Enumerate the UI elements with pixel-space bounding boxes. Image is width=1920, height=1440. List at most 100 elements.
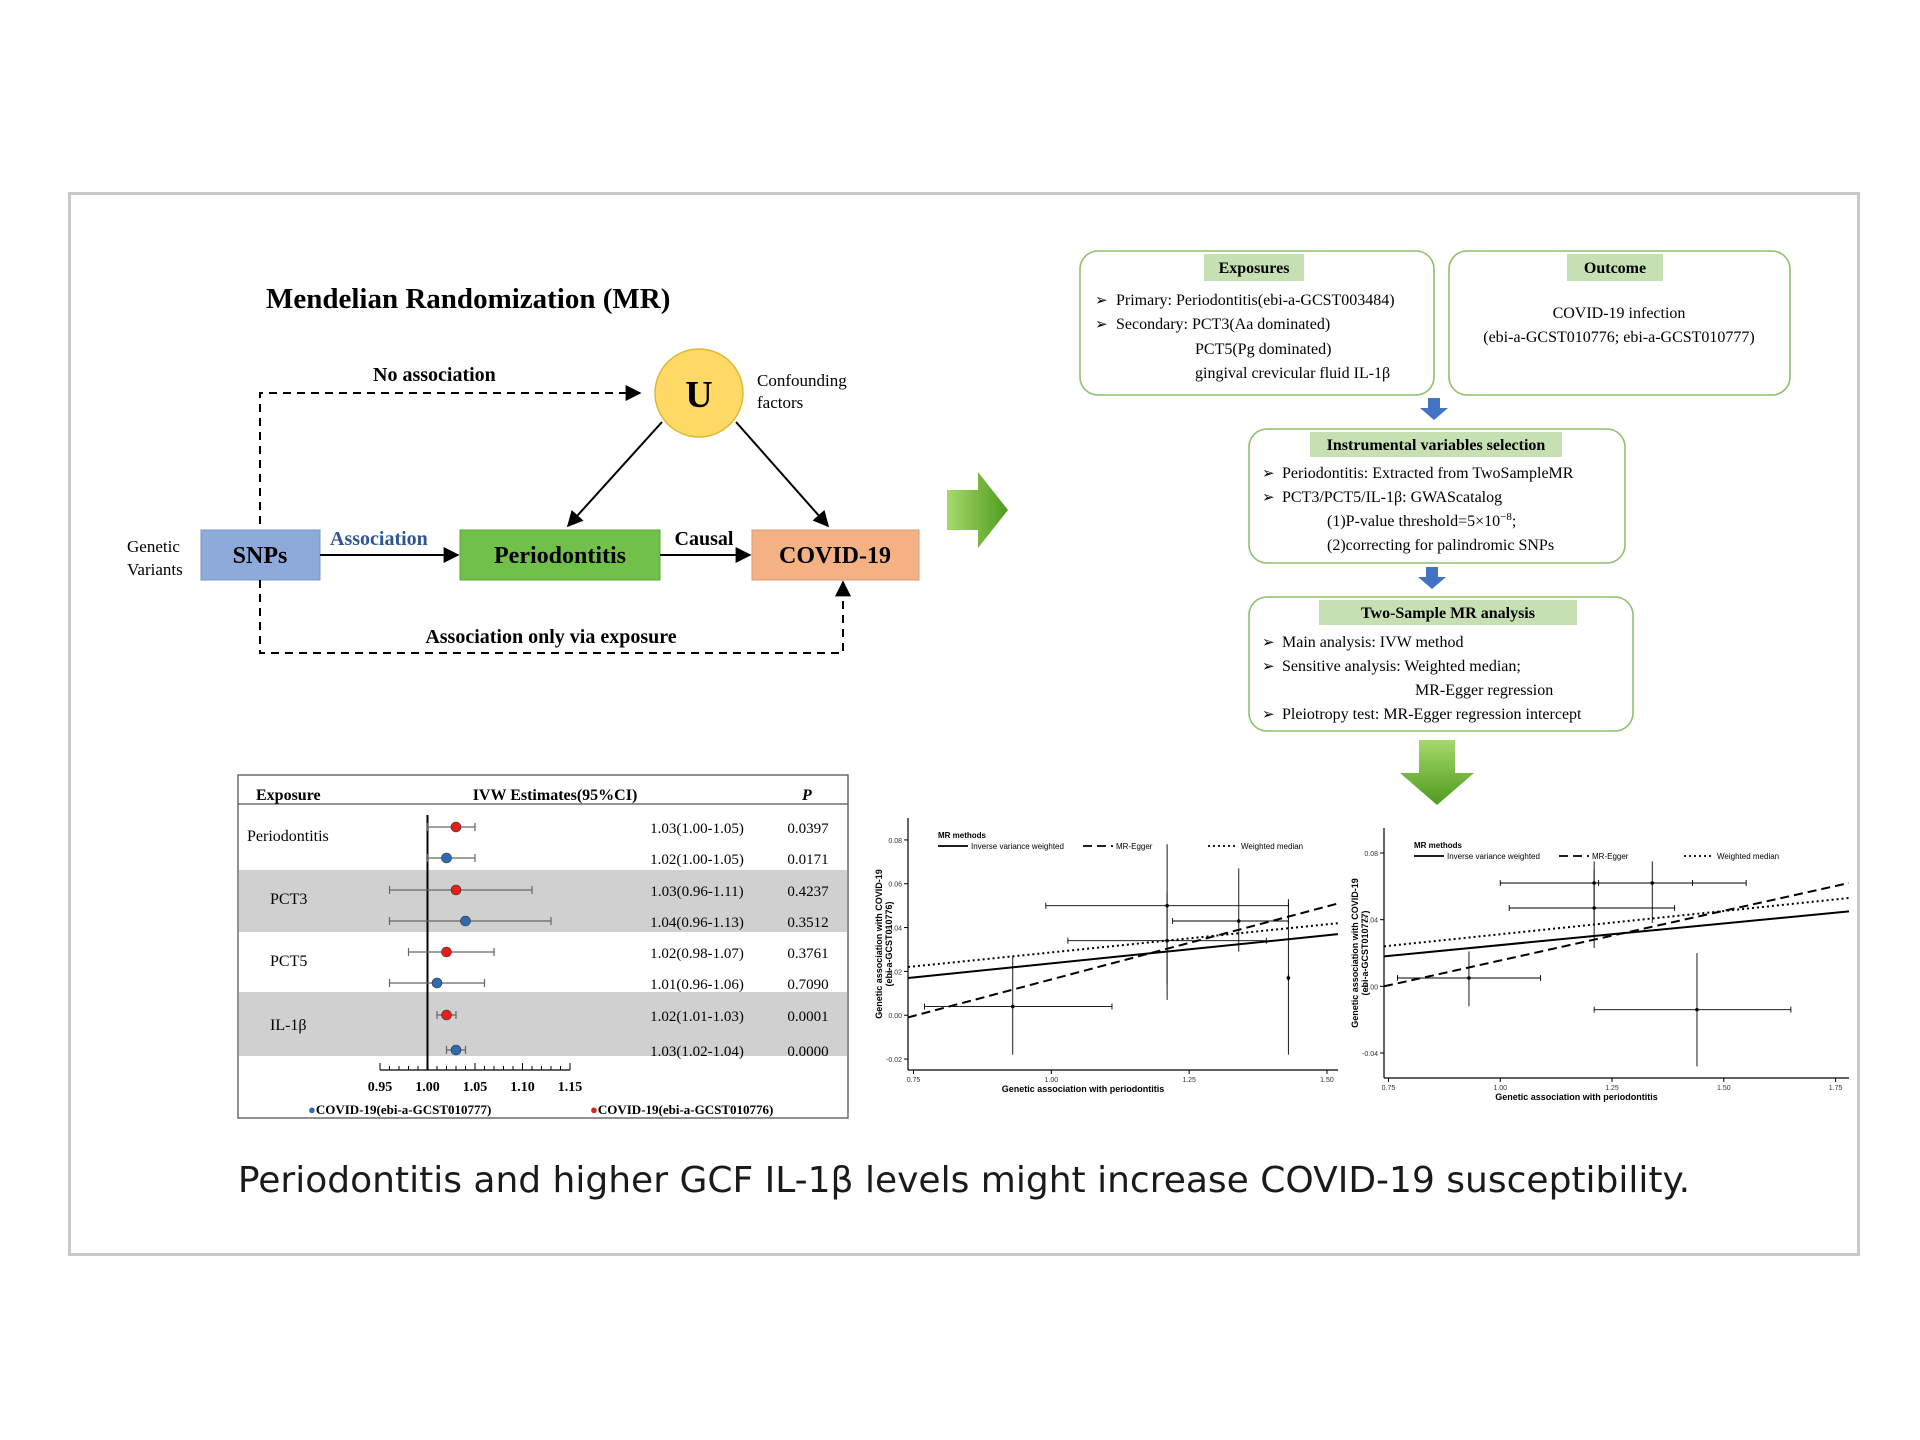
row-estimate-7: 1.02(1.01-1.03) — [650, 1009, 744, 1025]
via-exposure-arrow — [259, 580, 851, 654]
egger-line — [908, 902, 1338, 1019]
legend-red-label: COVID-19(ebi-a-GCST010776) — [598, 1102, 774, 1117]
iv-box — [1248, 428, 1626, 564]
exposures-line-3: PCT5(Pg dominated) — [1195, 341, 1331, 358]
iv-line-4: (2)correcting for palindromic SNPs — [1327, 537, 1554, 554]
row-estimate-3: 1.03(0.96-1.11) — [650, 884, 743, 900]
x-axis-label: Genetic association with periodontitis — [1002, 1084, 1165, 1094]
confounder-circle — [654, 348, 744, 438]
red-point — [450, 884, 462, 896]
exposures-title: Exposures — [1219, 260, 1290, 277]
caption: Periodontitis and higher GCF IL-1β level… — [237, 1160, 1691, 1201]
flow-arrow-2 — [1418, 567, 1446, 589]
group-il1b: IL-1β — [270, 1017, 307, 1034]
exposures-line-2: Secondary: PCT3(Aa dominated) — [1116, 316, 1330, 333]
x-tick-label: 1.00 — [1493, 1085, 1507, 1092]
y-tick-label: 0.02 — [888, 969, 902, 976]
blue-point — [450, 1044, 462, 1056]
y-axis-label-line-1: Genetic association with COVID-19 — [874, 869, 884, 1019]
snp-point — [1650, 881, 1655, 885]
forest-table: Exposure IVW Estimates(95%CI) P Periodon… — [237, 774, 849, 1119]
mr-bullet-3: ➢ — [1262, 707, 1275, 723]
iv-line-2: PCT3/PCT5/IL-1β: GWAScatalog — [1282, 489, 1502, 506]
group-pct3: PCT3 — [270, 891, 307, 908]
snps-box — [200, 529, 321, 581]
snp-point — [1165, 938, 1169, 943]
mr-line-4: Pleiotropy test: MR-Egger regression int… — [1282, 706, 1582, 723]
mr-bullet-2: ➢ — [1262, 659, 1275, 675]
y-tick-label: 0.04 — [888, 926, 902, 933]
legend-entry: Inverse variance weighted — [1447, 852, 1540, 861]
row-p-6: 0.7090 — [787, 977, 828, 993]
forest-rows-text: 1.03(1.00-1.05)0.03971.02(1.00-1.05)0.01… — [650, 821, 829, 1060]
iv-threshold-tail: ; — [1512, 513, 1516, 530]
big-down-arrow — [1400, 740, 1474, 805]
legend-red-text: ●COVID-19(ebi-a-GCST010776) — [590, 1102, 773, 1117]
no-association-label: No association — [373, 364, 496, 386]
confounding-text-1: Confounding — [757, 371, 847, 390]
red-point — [450, 821, 462, 833]
blue-point — [431, 977, 443, 989]
legend-blue-text: ●COVID-19(ebi-a-GCST010777) — [308, 1102, 491, 1117]
snp-point — [1592, 906, 1596, 910]
x-tick-label: 1.00 — [1045, 1077, 1059, 1084]
x-axis-label: Genetic association with periodontitis — [1495, 1092, 1658, 1102]
snps-label: SNPs — [233, 543, 288, 569]
x-tick-label: 1.50 — [1320, 1077, 1334, 1084]
group-periodontitis: Periodontitis — [247, 828, 329, 845]
snp-point — [1286, 976, 1291, 980]
y-tick-label: 0.08 — [1364, 851, 1378, 858]
iv-bullet-2: ➢ — [1262, 490, 1275, 506]
association-label: Association — [330, 528, 428, 550]
outcome-box — [1448, 250, 1791, 396]
legend-entry: Inverse variance weighted — [971, 842, 1064, 851]
x-tick-label: 1.25 — [1182, 1077, 1196, 1084]
periodontitis-label: Periodontitis — [494, 543, 626, 569]
mr-analysis-box — [1248, 596, 1634, 732]
row-p-7: 0.0001 — [787, 1009, 828, 1025]
iv-threshold: (1)P-value threshold=5×10 — [1327, 513, 1500, 530]
figure-frame — [68, 192, 1860, 1256]
iv-title: Instrumental variables selection — [1327, 437, 1546, 454]
covid-box — [751, 529, 920, 581]
row-estimate-1: 1.03(1.00-1.05) — [650, 821, 744, 837]
mr-analysis-title-bg — [1319, 600, 1577, 625]
mr-line-3: MR-Egger regression — [1415, 682, 1553, 699]
row-estimate-6: 1.01(0.96-1.06) — [650, 977, 744, 993]
legend-title: MR methods — [938, 831, 987, 840]
exposures-line-4: gingival crevicular fluid IL-1β — [1195, 365, 1390, 382]
exposures-title-bg — [1204, 254, 1304, 281]
row-estimate-4: 1.04(0.96-1.13) — [650, 915, 744, 931]
row-p-5: 0.3761 — [787, 946, 828, 962]
periodontitis-box — [459, 529, 661, 581]
plot-area — [908, 844, 1338, 1055]
row-p-1: 0.0397 — [787, 821, 829, 837]
exposures-box — [1079, 250, 1435, 396]
confounding-text-2: factors — [757, 393, 803, 412]
mr-analysis-title: Two-Sample MR analysis — [1361, 605, 1535, 622]
snp-point — [1010, 1004, 1015, 1009]
flow-arrow-1 — [1420, 398, 1448, 420]
outcome-title: Outcome — [1584, 260, 1646, 277]
outcome-line-2: (ebi-a-GCST010776; ebi-a-GCST010777) — [1483, 329, 1755, 346]
median-line — [1384, 897, 1849, 948]
iv-title-bg — [1310, 432, 1562, 457]
confounder-label: U — [685, 374, 712, 416]
red-point — [441, 946, 452, 958]
iv-line-3: (1)P-value threshold=5×10−8; — [1327, 511, 1516, 530]
header-exposure: Exposure — [256, 787, 321, 804]
x-tick-label: 1.25 — [1605, 1085, 1619, 1092]
header-p: P — [801, 787, 812, 804]
y-tick-label: 0.04 — [1364, 918, 1378, 925]
exposures-line-1: Primary: Periodontitis(ebi-a-GCST003484) — [1116, 292, 1395, 309]
forest-tick-label: 1.15 — [558, 1080, 583, 1095]
x-tick-label: 1.75 — [1829, 1085, 1843, 1092]
forest-border — [237, 774, 849, 1119]
outcome-line-1: COVID-19 infection — [1553, 305, 1686, 322]
forest-tick-label: 1.10 — [510, 1080, 535, 1095]
snp-point — [1236, 919, 1241, 923]
median-line — [908, 922, 1338, 969]
blue-point — [441, 852, 452, 864]
legend-entry: Weighted median — [1717, 852, 1779, 861]
